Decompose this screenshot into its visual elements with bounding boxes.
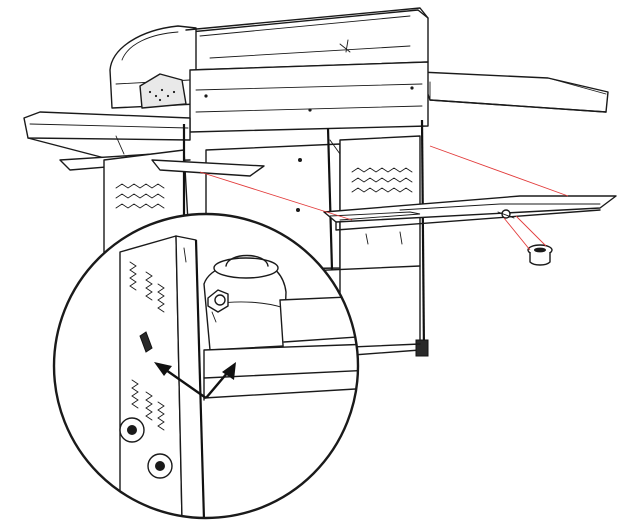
grill-lid bbox=[109, 7, 429, 109]
magnifier-leader bbox=[183, 247, 187, 263]
vent-pattern-right bbox=[351, 167, 413, 193]
arrow-head-right bbox=[222, 362, 236, 380]
right-side-shelf bbox=[419, 71, 609, 113]
lid-vent-dots bbox=[148, 88, 176, 102]
slide-out-shelf bbox=[323, 195, 617, 245]
handle-bolt-left bbox=[204, 94, 208, 98]
detail-vent-pattern bbox=[129, 261, 165, 431]
shelf-bracket bbox=[151, 159, 265, 177]
drip-cup bbox=[527, 244, 553, 266]
arrow-head-left bbox=[154, 362, 172, 376]
pointer-arrows bbox=[154, 362, 236, 399]
handle-bolt-center bbox=[308, 108, 312, 112]
caster-wheel-upper bbox=[119, 417, 145, 443]
firebox bbox=[189, 39, 429, 133]
magnifier-outline bbox=[52, 212, 360, 520]
vent-pattern-left bbox=[115, 183, 165, 209]
handle-bolt-right bbox=[410, 86, 414, 90]
caster-wheel-lower bbox=[147, 453, 173, 479]
alignment-guides bbox=[199, 145, 569, 251]
